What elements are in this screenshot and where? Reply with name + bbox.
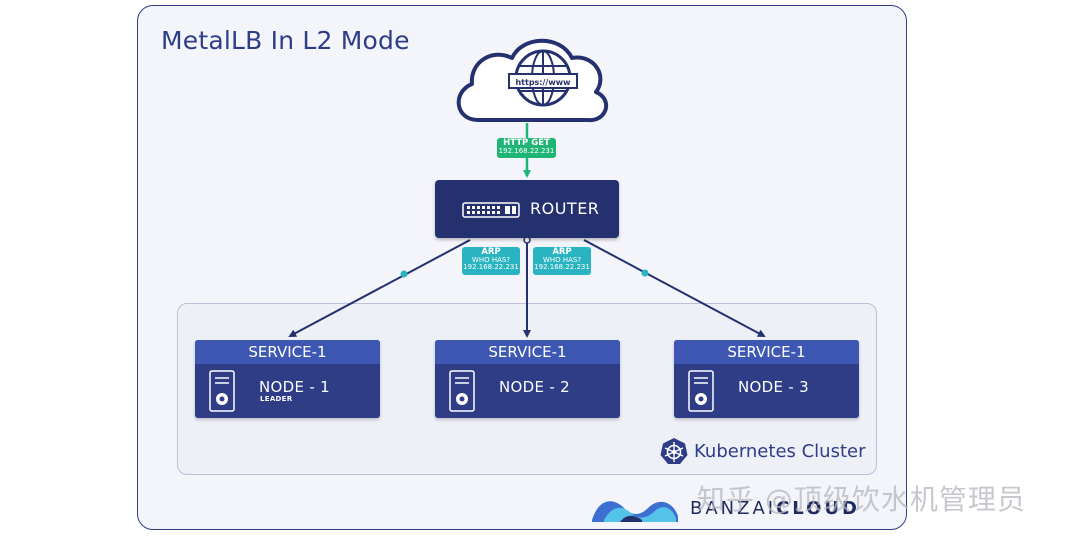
arp-label: ARP [481,247,501,257]
http-get-label: HTTP GET [503,138,550,148]
kubernetes-cluster-label: Kubernetes Cluster [694,441,866,462]
router-label: ROUTER [530,199,600,218]
switch-icon [462,202,520,218]
wordmark-part-2: CLOUD [776,498,860,519]
arp-ip: 192.168.22.231 [463,263,519,272]
node-name: NODE - 1 [259,378,330,396]
node-card-3: SERVICE-1 NODE - 3 [674,340,859,418]
connector-dot-left [400,270,408,278]
server-icon [209,370,235,412]
connector-node-3 [583,239,766,337]
http-get-ip: 192.168.22.231 [498,146,555,155]
node-leader-badge: LEADER [260,395,293,403]
arp-question: WHO HAS? [542,255,582,264]
service-header: SERVICE-1 [674,340,859,364]
http-get-tag: HTTP GET 192.168.22.231 [497,138,556,158]
kubernetes-icon [660,438,688,464]
globe-icon [508,49,578,107]
service-header: SERVICE-1 [195,340,380,364]
wordmark-part-1: BANZAI [690,498,777,519]
connector-dot-right [641,269,649,277]
service-header: SERVICE-1 [435,340,620,364]
node-name: NODE - 3 [738,378,809,396]
cloud-url-text: https://www [515,78,571,87]
node-name: NODE - 2 [499,378,570,396]
arp-tag-left: ARP WHO HAS? 192.168.22.231 [462,247,520,275]
node-card-2: SERVICE-1 NODE - 2 [435,340,620,418]
arp-tag-right: ARP WHO HAS? 192.168.22.231 [533,247,591,275]
node-card-1: SERVICE-1 NODE - 1 LEADER [195,340,380,418]
arp-label: ARP [552,247,572,257]
server-icon [688,370,714,412]
banzaicloud-wordmark: BANZAICLOUD [690,498,860,519]
zhihu-watermark: 知乎 @顶级饮水机管理员 [697,483,1026,516]
router-box [435,180,619,238]
diagram-title: MetalLB In L2 Mode [161,26,410,55]
arp-question: WHO HAS? [471,255,511,264]
arp-ip: 192.168.22.231 [534,263,590,272]
connector-node-1 [288,239,471,337]
banzaicloud-logo-icon [592,501,678,522]
server-icon [449,370,475,412]
